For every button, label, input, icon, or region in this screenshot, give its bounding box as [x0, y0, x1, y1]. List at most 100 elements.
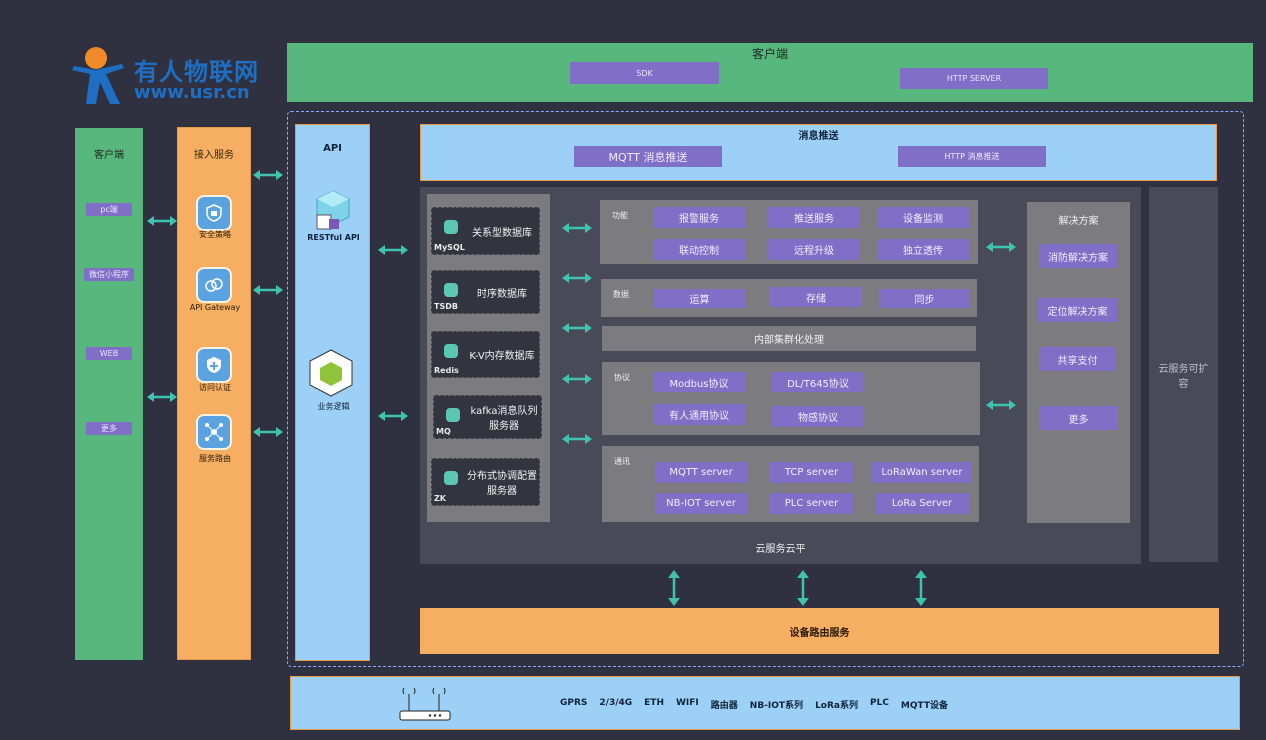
data-sync: 同步 — [879, 289, 970, 308]
data-storage: 存储 — [770, 287, 862, 307]
device-type-list: GPRS 2/3/4G ETH WIFI 路由器 NB-IOT系列 LoRa系列… — [560, 698, 948, 711]
access-column: 接入服务 安全策略 API Gateway 访问认证 服务路由 — [177, 127, 251, 660]
tsdb-icon — [444, 283, 458, 297]
logo-url: www.usr.cn — [134, 82, 250, 103]
comm-lorawan-server: LoRaWan server — [872, 462, 972, 483]
device-bar — [290, 676, 1240, 730]
cloud-frame — [287, 111, 1244, 667]
security-icon — [196, 195, 232, 231]
client-column: 客户端 pc端 微信小程序 WEB 更多 — [75, 128, 143, 660]
http-push-box: HTTP 消息推送 — [898, 146, 1046, 167]
api-column-title: API — [323, 143, 342, 154]
router-icon — [399, 687, 451, 721]
protocol-dlt645: DL/T645协议 — [772, 372, 864, 392]
function-passthrough: 独立透传 — [877, 239, 969, 260]
routing-label: 服务路由 — [199, 454, 231, 463]
arrow-client-access-2 — [145, 390, 179, 404]
protocol-modbus: Modbus协议 — [653, 372, 745, 392]
redis-icon — [444, 344, 458, 358]
sdk-box: SDK — [570, 62, 719, 84]
solution-fire: 消防解决方案 — [1039, 244, 1117, 268]
device-plc: PLC — [869, 698, 889, 708]
db-item-tsdb: TSDB 时序数据库 — [431, 270, 540, 314]
comm-plc-server: PLC server — [770, 493, 853, 514]
device-nbiot: NB-IOT系列 — [749, 701, 804, 711]
function-title: 功能 — [612, 211, 628, 220]
db-tag: TSDB — [434, 302, 458, 311]
db-tag: MQ — [436, 427, 451, 436]
client-pc: pc端 — [86, 203, 132, 216]
device-gprs: GPRS — [560, 698, 588, 708]
function-monitor: 设备监测 — [877, 207, 969, 228]
usr-logo-icon — [72, 47, 124, 104]
arrow-client-access-1 — [145, 214, 179, 228]
solution-more: 更多 — [1039, 406, 1118, 430]
protocol-sensing: 物感协议 — [772, 406, 864, 427]
device-cellular: 2/3/4G — [599, 698, 633, 708]
client-more: 更多 — [86, 422, 132, 435]
db-item-mq: MQ kafka消息队列服务器 — [433, 395, 542, 439]
db-item-mysql: MySQL 关系型数据库 — [431, 207, 540, 255]
device-mqtt: MQTT设备 — [900, 701, 949, 711]
db-tag: MySQL — [434, 243, 465, 252]
comm-lora-server: LoRa Server — [875, 493, 969, 514]
message-push-title: 消息推送 — [798, 131, 839, 142]
function-push: 推送服务 — [768, 207, 860, 228]
restful-api-label: RESTful API — [307, 233, 360, 242]
db-name: 分布式协调配置服务器 — [467, 471, 537, 497]
db-tag: ZK — [434, 494, 446, 503]
security-label: 安全策略 — [199, 230, 231, 239]
api-column: API RESTful API 业务逻辑 — [295, 124, 370, 661]
api-gateway-label: API Gateway — [189, 303, 241, 312]
auth-label: 访问认证 — [199, 383, 231, 392]
data-title: 数据 — [613, 290, 629, 299]
message-push-panel: 消息推送 — [420, 124, 1217, 181]
business-logic-icon — [309, 349, 353, 397]
db-item-zk: ZK 分布式协调配置服务器 — [431, 458, 540, 506]
mqtt-push-box: MQTT 消息推送 — [574, 146, 722, 167]
mq-icon — [446, 408, 460, 422]
comm-title: 通讯 — [614, 457, 630, 466]
top-client-title: 客户端 — [751, 47, 788, 61]
arrow-access-api-3 — [251, 425, 285, 439]
db-tag: Redis — [434, 366, 459, 375]
device-routing-bar: 设备路由服务 — [420, 608, 1219, 654]
solution-payment: 共享支付 — [1039, 347, 1116, 371]
db-name: 时序数据库 — [477, 288, 527, 300]
device-lora: LoRa系列 — [815, 701, 858, 711]
top-client-bar: 客户端 — [287, 43, 1253, 102]
access-column-title: 接入服务 — [194, 150, 234, 161]
device-eth: ETH — [644, 698, 664, 708]
routing-icon — [196, 414, 232, 450]
client-web: WEB — [86, 347, 132, 360]
cloud-scalable-box: 云服务可扩容 — [1149, 187, 1218, 562]
arrow-access-api-2 — [251, 283, 285, 297]
api-gateway-icon — [196, 267, 232, 303]
client-wechat: 微信小程序 — [84, 268, 134, 281]
mysql-icon — [444, 220, 458, 234]
data-compute: 运算 — [654, 289, 745, 308]
logo-name: 有人物联网 — [134, 58, 259, 86]
function-alarm: 报警服务 — [653, 207, 745, 228]
db-name: kafka消息队列服务器 — [470, 406, 538, 432]
auth-icon — [196, 347, 232, 383]
device-router: 路由器 — [710, 701, 738, 711]
function-linkage: 联动控制 — [653, 239, 745, 260]
arrow-access-api-1 — [251, 168, 285, 182]
protocol-title: 协议 — [614, 373, 630, 382]
device-wifi: WIFI — [675, 698, 699, 708]
db-name: 关系型数据库 — [472, 227, 532, 239]
protocol-usr: 有人通用协议 — [653, 404, 745, 425]
solution-title: 解决方案 — [1058, 216, 1099, 227]
business-logic-label: 业务逻辑 — [317, 402, 350, 411]
db-item-redis: Redis K-V内存数据库 — [431, 331, 540, 378]
comm-mqtt-server: MQTT server — [655, 462, 747, 483]
internal-cluster-box: 内部集群化处理 — [602, 326, 976, 351]
http-server-box: HTTP SERVER — [900, 68, 1048, 89]
comm-nbiot-server: NB-IOT server — [655, 493, 747, 514]
db-name: K-V内存数据库 — [469, 351, 535, 362]
solution-location: 定位解决方案 — [1038, 298, 1117, 322]
client-column-title: 客户端 — [94, 150, 124, 161]
comm-tcp-server: TCP server — [770, 462, 853, 483]
zk-icon — [444, 471, 458, 485]
